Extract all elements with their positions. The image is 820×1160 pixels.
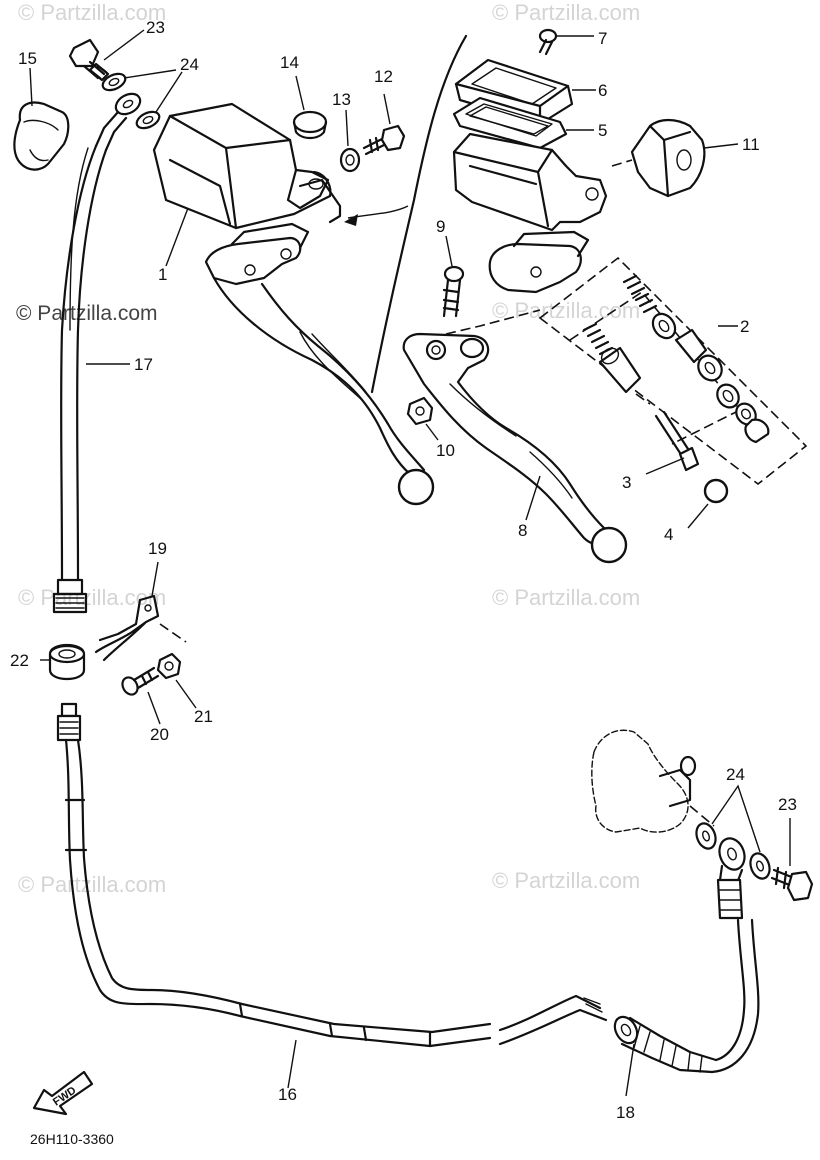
callout-20: 20 <box>150 725 169 744</box>
part-23-banjo-bolt-top <box>68 29 145 82</box>
part-18-fitting <box>613 918 760 1097</box>
watermark-text: © Partzilla.com <box>18 585 166 610</box>
watermark-text: © Partzilla.com <box>16 302 158 325</box>
callout-11: 11 <box>742 135 760 154</box>
part-20-screw <box>121 666 161 725</box>
part-12-screw <box>362 93 406 156</box>
watermark-text: © Partzilla.com <box>492 0 640 25</box>
callout-4: 4 <box>664 525 673 544</box>
callout-17: 17 <box>134 355 153 374</box>
part-19-clamp <box>94 561 187 662</box>
callout-24: 24 <box>180 55 199 74</box>
part-9-pivot-bolt <box>442 235 541 335</box>
callout-18: 18 <box>616 1103 635 1122</box>
callout-1: 1 <box>158 265 167 284</box>
caliper <box>591 729 715 833</box>
part-21-nut <box>156 652 197 709</box>
part-24-washers-top <box>101 69 183 130</box>
part-22-grommet <box>40 643 86 681</box>
watermark-text: © Partzilla.com <box>492 585 640 610</box>
callout-21: 21 <box>194 707 213 726</box>
part-16-lower-hose <box>56 702 608 1089</box>
callout-13: 13 <box>332 90 351 109</box>
callout-7: 7 <box>598 29 607 48</box>
part-8-brake-lever <box>402 332 628 564</box>
watermark-text: © Partzilla.com <box>18 872 166 897</box>
callout-15: 15 <box>18 49 37 68</box>
part-11-cover <box>611 118 739 198</box>
callout-5: 5 <box>598 121 607 140</box>
part-4-ball <box>687 478 729 529</box>
watermark-text: © Partzilla.com <box>492 298 640 323</box>
part-7-screw <box>538 28 594 56</box>
callout-2: 2 <box>740 317 749 336</box>
forward-arrow: FWD <box>32 1070 94 1116</box>
diagram-code: 26H110-3360 <box>30 1131 114 1147</box>
part-24-washers-bottom <box>695 784 771 880</box>
part-1-master-cylinder-assembly <box>152 102 435 506</box>
part-15-boot <box>13 67 70 171</box>
callout-labels: 23 24 15 14 13 12 7 6 5 11 1 9 2 17 10 3… <box>10 18 797 1122</box>
master-cylinder-body-right <box>452 132 608 294</box>
watermark-text: © Partzilla.com <box>18 0 166 25</box>
callout-9: 9 <box>436 217 445 236</box>
part-17-upper-hose <box>52 92 142 614</box>
callout-24: 24 <box>726 765 745 784</box>
watermark-text: © Partzilla.com <box>492 868 640 893</box>
callout-23: 23 <box>146 18 165 37</box>
part-23-banjo-bolt-bottom <box>770 818 814 902</box>
callout-3: 3 <box>622 473 631 492</box>
part-2-piston-kit <box>538 256 808 486</box>
callout-23: 23 <box>778 795 797 814</box>
part-5-diaphragm <box>452 96 594 150</box>
callout-22: 22 <box>10 651 29 670</box>
part-14-cap <box>292 75 328 140</box>
callout-12: 12 <box>374 67 393 86</box>
callout-14: 14 <box>280 53 299 72</box>
callout-10: 10 <box>436 441 455 460</box>
callout-19: 19 <box>148 539 167 558</box>
part-17-banjo-bottom <box>716 837 746 920</box>
part-10-nut <box>406 396 439 441</box>
callout-8: 8 <box>518 521 527 540</box>
callout-6: 6 <box>598 81 607 100</box>
divider-line <box>370 34 468 394</box>
part-13-washer <box>339 109 361 173</box>
callout-16: 16 <box>278 1085 297 1104</box>
